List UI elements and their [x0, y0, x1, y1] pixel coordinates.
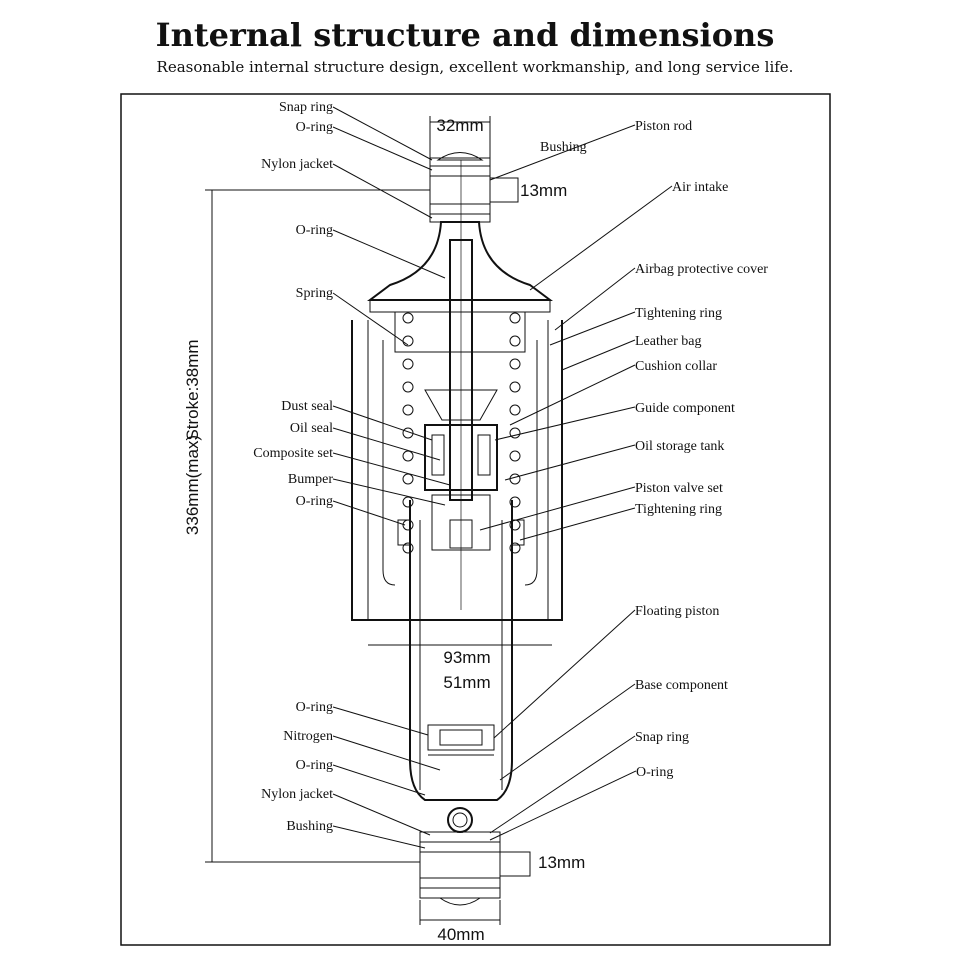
leader-line	[489, 770, 637, 841]
leader-line	[332, 163, 433, 219]
left-label: O-ring	[296, 223, 333, 238]
spring-coil	[402, 542, 414, 554]
right-label: Piston valve set	[635, 481, 723, 496]
left-label: O-ring	[296, 120, 333, 135]
leader-line	[509, 364, 636, 426]
spring-coil	[402, 473, 414, 485]
leader-line	[332, 764, 426, 796]
leader-line	[519, 507, 636, 541]
left-label: Bushing	[286, 819, 333, 834]
leader-line	[554, 267, 636, 331]
dim-bottom-bore: 13mm	[538, 853, 585, 872]
leader-line	[561, 339, 636, 371]
left-label: Nylon jacket	[261, 787, 333, 802]
right-label: Piston rod	[635, 119, 692, 134]
right-label: Floating piston	[635, 604, 719, 619]
leader-line	[489, 735, 636, 834]
spring-coil	[509, 427, 521, 439]
leader-line	[332, 427, 441, 461]
spring-coil	[509, 542, 521, 554]
right-label: Oil storage tank	[635, 439, 724, 454]
dim-body-width: 93mm	[443, 648, 490, 667]
left-label: Composite set	[253, 446, 333, 461]
leader-line	[332, 126, 433, 171]
leader-line	[489, 124, 636, 181]
diagram-frame	[120, 93, 831, 946]
spring-coil	[509, 335, 521, 347]
leader-line	[332, 793, 431, 836]
page-subtitle: Reasonable internal structure design, ex…	[156, 58, 794, 76]
right-label: Tightening ring	[635, 306, 722, 321]
spring-coil	[509, 473, 521, 485]
right-label: Snap ring	[635, 730, 689, 745]
left-label: Snap ring	[279, 100, 333, 115]
dim-tube-width: 51mm	[443, 673, 490, 692]
leader-line	[549, 311, 636, 346]
left-label: Bumper	[288, 472, 333, 487]
leader-line	[494, 406, 636, 441]
leader-line	[332, 106, 433, 161]
dimension-lines	[205, 116, 552, 925]
right-label: O-ring	[636, 765, 673, 780]
right-label: Cushion collar	[635, 359, 717, 374]
spring-coil	[509, 450, 521, 462]
leader-line	[529, 185, 673, 291]
left-label: O-ring	[296, 758, 333, 773]
spring-coil	[402, 312, 414, 324]
spring-coil	[402, 381, 414, 393]
left-label: Nitrogen	[283, 729, 333, 744]
right-label: Leather bag	[635, 334, 701, 349]
right-label: Guide component	[635, 401, 735, 416]
left-label: Spring	[296, 286, 333, 301]
leader-line	[499, 683, 636, 781]
leader-line	[332, 706, 429, 736]
leader-line	[332, 735, 441, 771]
left-label: Nylon jacket	[261, 157, 333, 172]
label-bushing-top: Bushing	[540, 140, 587, 155]
dim-top-bore: 13mm	[520, 181, 567, 200]
leader-line	[479, 486, 636, 531]
spring-coil	[509, 312, 521, 324]
right-label: Tightening ring	[635, 502, 722, 517]
dim-stroke: Stroke:38mm	[183, 339, 202, 440]
dim-top-width: 32mm	[436, 116, 483, 135]
leader-line	[332, 405, 433, 441]
leader-line	[504, 444, 636, 481]
spring-coil	[509, 404, 521, 416]
right-label: Air intake	[672, 180, 728, 195]
spring-coil	[402, 358, 414, 370]
right-label: Base component	[635, 678, 728, 693]
leader-line	[332, 825, 426, 849]
spring-coil	[509, 358, 521, 370]
spring-coil	[509, 381, 521, 393]
left-label: Oil seal	[290, 421, 333, 436]
dim-bottom-width: 40mm	[437, 925, 484, 944]
spring-coil	[402, 450, 414, 462]
leader-line	[332, 500, 406, 526]
shock-drawing	[351, 152, 563, 906]
leader-line	[493, 609, 636, 739]
leader-line	[332, 478, 446, 506]
leader-line	[332, 292, 409, 346]
leader-line	[332, 452, 451, 486]
right-label: Airbag protective cover	[635, 262, 768, 277]
left-label: O-ring	[296, 700, 333, 715]
dim-length: 336mm(max)	[183, 435, 202, 535]
leader-line	[332, 229, 446, 279]
left-label: Dust seal	[281, 399, 333, 414]
page-title: Internal structure and dimensions	[155, 16, 775, 54]
left-label: O-ring	[296, 494, 333, 509]
spring-coil	[402, 496, 414, 508]
spring-coil	[509, 496, 521, 508]
spring-coil	[402, 404, 414, 416]
